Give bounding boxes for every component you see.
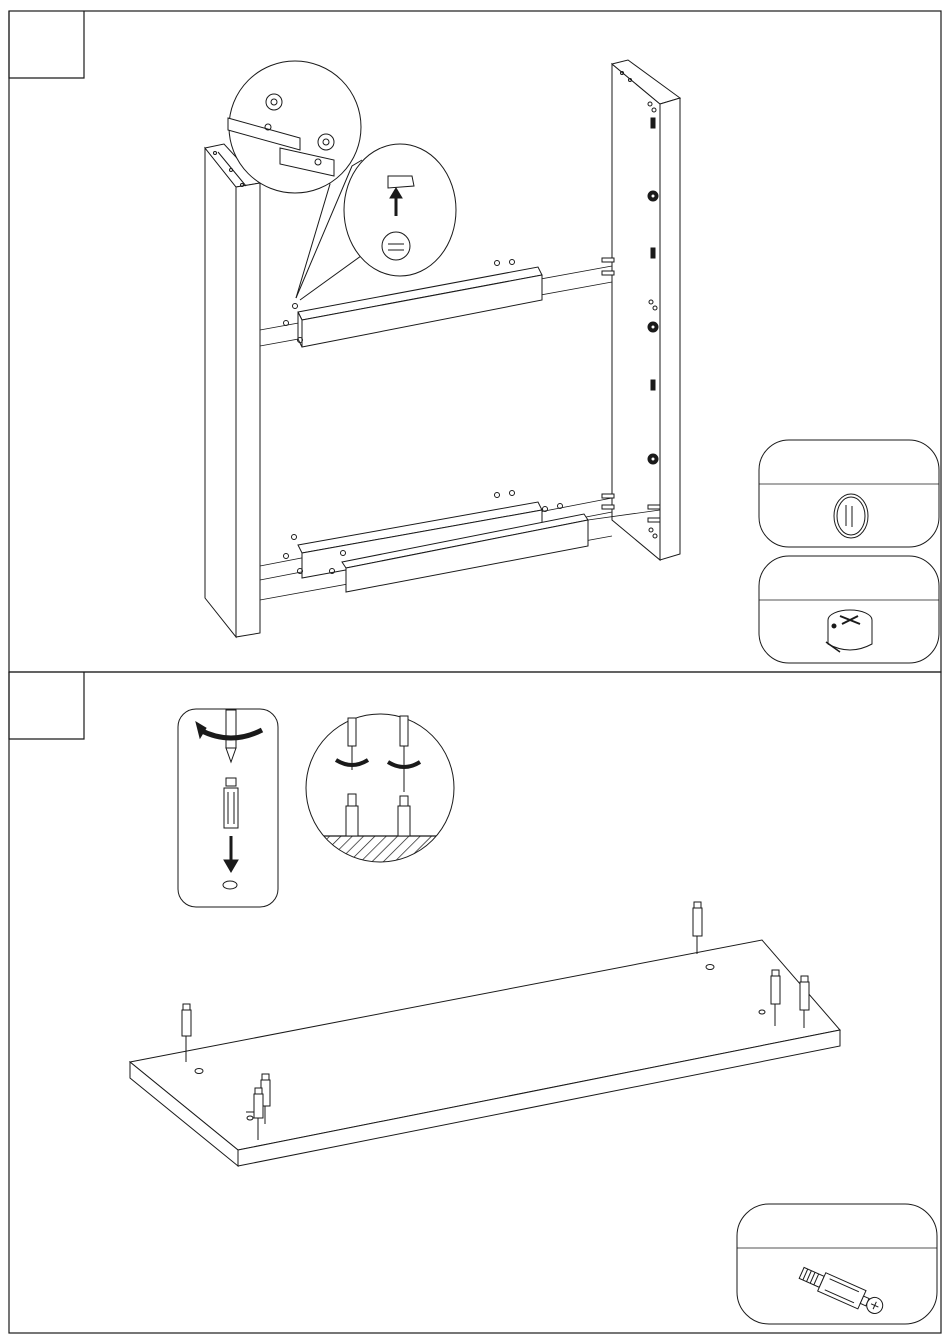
left-side-panel — [205, 144, 260, 637]
step-2-panel — [9, 672, 941, 1333]
step-1-number-box — [9, 11, 84, 78]
cam-lock-icon — [388, 176, 414, 188]
step-1-panel — [9, 11, 941, 672]
cam-bolt-icon — [346, 806, 358, 836]
bottom-board — [130, 940, 840, 1166]
right-side-panel — [612, 60, 680, 560]
cover-cap-icon — [834, 494, 868, 538]
part-box-cover-cap — [759, 440, 939, 547]
cover-cap-icon — [382, 232, 410, 260]
step-2-number-box — [9, 672, 84, 739]
cam-bolt-icon — [224, 778, 238, 828]
part-box-cam-lock — [759, 556, 939, 663]
cam-lock-icon — [826, 610, 872, 652]
cam-bolt-icon — [398, 806, 410, 836]
detail-tighten-bolts — [300, 714, 460, 876]
cam-bolt-icon — [693, 902, 702, 954]
detail-screw-cam-bolt — [178, 709, 278, 907]
part-box-cam-bolt — [737, 1204, 937, 1324]
